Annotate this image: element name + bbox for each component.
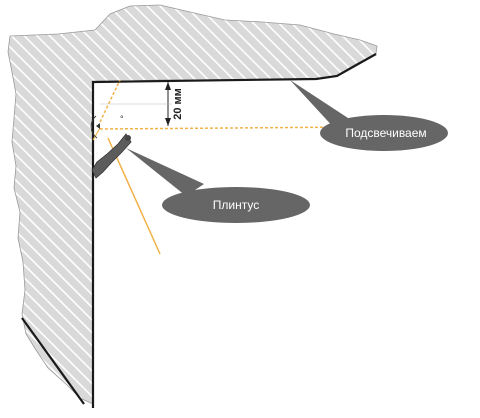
dimension-arrow-top xyxy=(165,82,171,90)
callout-baseboard-bubble xyxy=(162,187,310,223)
angle-arc xyxy=(90,115,98,139)
light-ray-horizontal xyxy=(99,126,361,130)
fixture-light-source xyxy=(125,135,131,141)
callout-highlight-label: Подсвечиваем xyxy=(345,126,426,140)
outer-wall-edge xyxy=(21,317,85,405)
callout-baseboard-pointer xyxy=(126,148,204,196)
light-ray-left xyxy=(92,127,101,141)
light-ray-upper xyxy=(99,79,121,123)
baseboard-profile xyxy=(91,133,132,179)
ceiling-edge-line xyxy=(91,53,377,408)
angle-degree-mark: ° xyxy=(120,114,124,124)
dimension-label: 20 мм xyxy=(172,88,184,120)
dimension-arrow-bottom xyxy=(165,118,171,126)
callout-baseboard-label: Плинтус xyxy=(213,198,259,212)
callout-highlight-pointer xyxy=(290,80,348,130)
angle-arrow xyxy=(96,123,100,129)
callout-highlight-bubble xyxy=(320,115,448,151)
